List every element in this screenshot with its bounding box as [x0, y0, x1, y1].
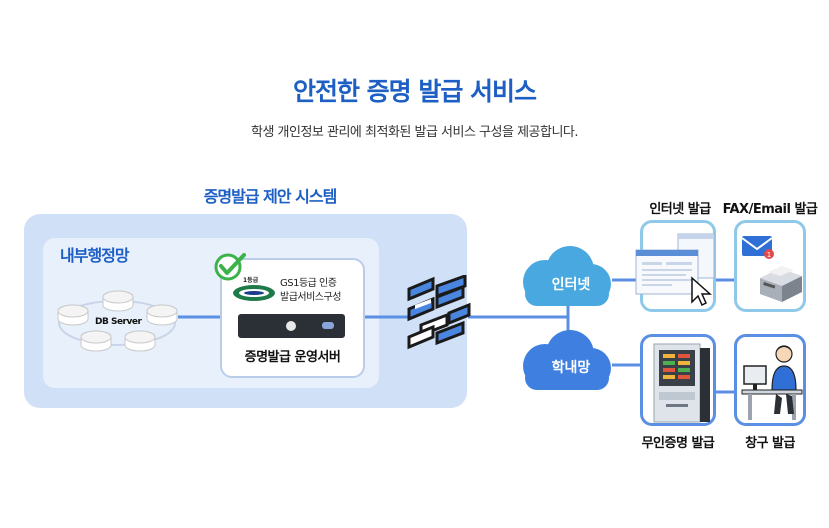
kiosk-icon: [653, 343, 710, 423]
firewall-icon: [407, 275, 471, 350]
page-title: 안전한 증명 발급 서비스: [292, 77, 537, 106]
kiosk-issue-label: 무인증명 발급: [641, 436, 715, 451]
mail-icon: [741, 236, 774, 259]
system-label: 증명발급 제안 시스템: [203, 187, 338, 206]
drive-indicator: [322, 322, 334, 329]
counter-issue-label: 창구 발급: [745, 436, 795, 451]
fax-email-issue-label: FAX/Email 발급: [722, 202, 818, 217]
cert-line-2: 발급서비스구성: [280, 292, 341, 303]
internet-label: 인터넷: [551, 277, 591, 293]
campus-network-cloud: [523, 330, 611, 390]
staff-desk-icon: [741, 345, 803, 420]
browser-window-icon: [635, 233, 715, 307]
cert-grade-badge: 1등급: [243, 277, 259, 284]
operation-server-label: 증명발급 운영서버: [244, 350, 341, 365]
server-unit-icon: [238, 314, 345, 338]
cert-line-1: GS1등급 인증: [280, 278, 337, 289]
db-server-label: DB Server: [95, 317, 142, 327]
internet-issue-label: 인터넷 발급: [649, 202, 711, 217]
page-subtitle: 학생 개인정보 관리에 최적화된 발급 서비스 구성을 제공합니다.: [250, 125, 579, 140]
internet-cloud: [523, 246, 611, 306]
fax-printer-icon: 1: [741, 236, 802, 302]
db-server-cluster: [57, 290, 178, 352]
gs-cert-logo: [233, 285, 275, 301]
power-indicator: [286, 321, 296, 331]
check-icon: [214, 253, 246, 281]
cert-description: GS1등급 인증 발급서비스구성: [280, 277, 341, 305]
campus-network-label: 학내망: [551, 360, 591, 376]
internal-network-label: 내부행정망: [60, 246, 130, 265]
cursor-icon: [691, 276, 712, 307]
mail-badge: 1: [767, 251, 771, 259]
